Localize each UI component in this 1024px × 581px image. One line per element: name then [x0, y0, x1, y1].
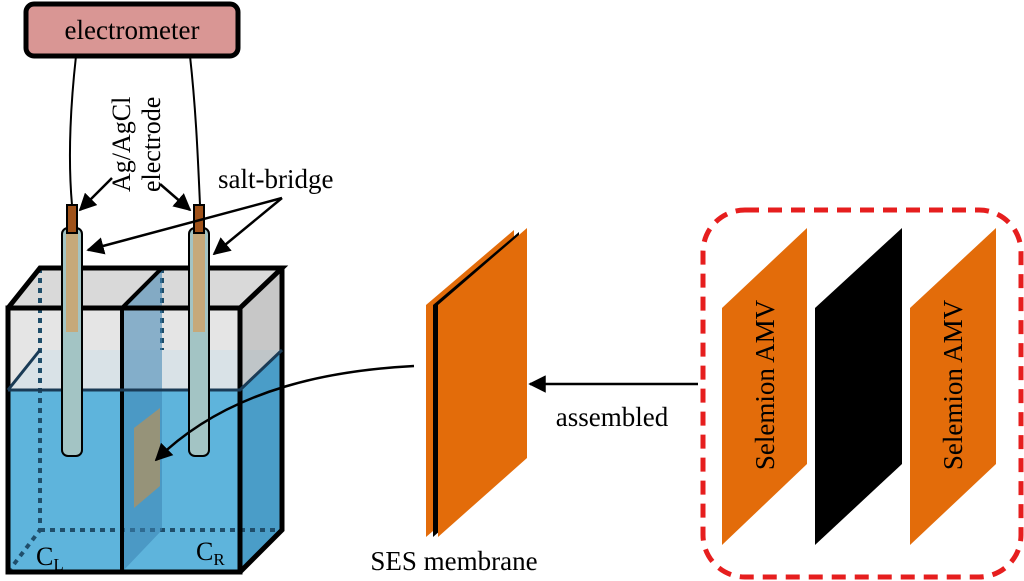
- assembled-label: assembled: [556, 402, 669, 432]
- salt-bridge-label: salt-bridge: [218, 164, 333, 194]
- svg-text:Ketjen black &: Ketjen black &: [822, 303, 852, 468]
- layer-selemion-right: Selemion AMV: [910, 228, 996, 545]
- electrochemical-cell: [5, 265, 289, 575]
- arrow-to-electrode-left: [78, 177, 113, 212]
- electrometer-box: [23, 1, 241, 59]
- cell-divider: [122, 268, 162, 572]
- layers-dashed-frame: [700, 207, 1024, 580]
- wire-right: [189, 55, 201, 206]
- arrow-to-salt-bridge-left: [86, 196, 283, 255]
- svg-text:Selemion AMV: Selemion AMV: [750, 299, 780, 470]
- hidden-edge-3: [6, 528, 42, 574]
- electrode-label-line1: Ag/AgCl: [107, 97, 136, 192]
- arrow-to-electrode-right: [159, 183, 192, 212]
- layer-ketjen-black: Ketjen black & instant adhesive: [815, 228, 902, 545]
- water-side: [240, 350, 282, 572]
- electrometer-label: electrometer: [65, 15, 200, 45]
- wire-left: [68, 55, 77, 206]
- salt-bridge-left: [61, 227, 83, 457]
- arrow-membrane-to-cell: [154, 364, 415, 462]
- membrane-in-cell: [134, 408, 160, 508]
- svg-text:instant adhesive: instant adhesive: [856, 298, 886, 471]
- electrode-label-line2: electrode: [137, 97, 166, 192]
- cell-side-frame: [238, 268, 285, 574]
- cell-top-frame: [6, 265, 289, 310]
- layer-selemion-left: Selemion AMV: [722, 228, 807, 545]
- ses-membrane: [426, 228, 527, 537]
- svg-text:Selemion AMV: Selemion AMV: [938, 299, 968, 470]
- chamber-left-label: CL: [36, 542, 64, 574]
- arrow-to-salt-bridge-right: [212, 197, 283, 256]
- water-line: [8, 348, 284, 392]
- chamber-right-label: CR: [196, 537, 225, 569]
- cell-front-frame: [5, 305, 243, 575]
- electrode-left: [66, 204, 78, 234]
- divider-top-edge: [120, 266, 164, 310]
- ses-membrane-label: SES membrane: [370, 546, 537, 576]
- water-line-back: [6, 349, 42, 391]
